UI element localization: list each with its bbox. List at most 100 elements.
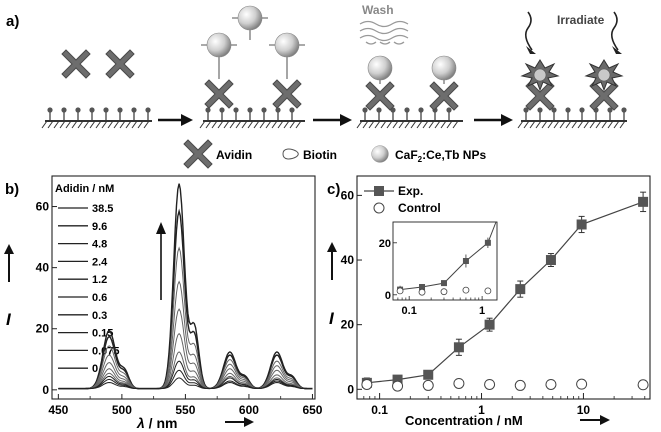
surface-hatch: [137, 120, 144, 129]
surface-hatch: [131, 120, 138, 129]
legend-concentration: 4.8: [92, 239, 107, 251]
surface-hatch: [553, 120, 560, 129]
spectra: [58, 183, 313, 390]
control-point: [637, 379, 649, 391]
panel-b: b) Adidin / nM 38.59.64.82.41.20.60.30.1…: [4, 175, 323, 431]
surface-hatch: [517, 120, 524, 129]
biotin-anchor: [261, 107, 267, 113]
surface-hatch: [565, 120, 572, 129]
spectrum-line: [58, 377, 313, 390]
y-tick-label: 40: [36, 261, 50, 275]
nanoparticle-icon: [237, 5, 263, 31]
biotin-anchor: [89, 107, 95, 113]
exp-point: [545, 255, 556, 266]
inset-exp-point: [462, 258, 469, 264]
surface-hatch: [289, 120, 296, 129]
biotin-anchor: [205, 107, 211, 113]
surface-hatch: [547, 120, 554, 129]
surface-hatch: [53, 120, 60, 129]
surface-hatch: [607, 120, 614, 129]
surface-hatch: [205, 120, 212, 129]
biotin-anchor: [551, 107, 557, 113]
biotin-anchor: [418, 107, 424, 113]
x-axis-label: Concentration / nM: [405, 413, 523, 428]
biotin-anchor: [621, 107, 627, 113]
legend-concentration: 0.3: [92, 310, 107, 322]
biotin-anchor: [275, 107, 281, 113]
surface-hatch: [211, 120, 218, 129]
plot-frame: [356, 175, 651, 400]
x-axis-arrow-icon: [580, 415, 610, 425]
legend-concentration: 0.6: [92, 292, 107, 304]
y-tick-label: 0: [42, 383, 49, 397]
spectrum-line: [58, 332, 313, 390]
legend-avidin: Avidin: [216, 148, 252, 162]
surface-hatch: [446, 120, 453, 129]
surface-hatch: [398, 120, 405, 129]
y-axis-label: I: [6, 310, 12, 329]
control-point: [422, 379, 434, 391]
surface-hatch: [235, 120, 242, 129]
emission-burst-icon: [520, 59, 560, 92]
surface-hatch: [595, 120, 602, 129]
avidin-icon: [365, 81, 395, 111]
biotin-anchor: [47, 107, 53, 113]
surface-hatch: [380, 120, 387, 129]
spectrum-line: [58, 351, 313, 390]
inset-exp-point: [484, 239, 491, 246]
surface-hatch: [101, 120, 108, 129]
biotin-anchor: [247, 107, 253, 113]
surface-hatch: [295, 120, 302, 129]
control-point: [576, 378, 588, 390]
irradiation-arrow-icon: [524, 11, 619, 51]
surface-hatch: [143, 120, 150, 129]
y-tick-label: 20: [341, 318, 355, 332]
surface-hatch: [89, 120, 96, 129]
panel-a-label: a): [6, 13, 19, 30]
surface-hatch: [41, 120, 48, 129]
biotin-anchor: [289, 107, 295, 113]
biotin-anchor: [145, 107, 151, 113]
legend-control-marker: [373, 202, 385, 214]
x-tick-label: 550: [175, 403, 195, 417]
biotin-anchor: [404, 107, 410, 113]
avidin-icon: [61, 49, 91, 79]
surface-hatch: [559, 120, 566, 129]
legend-concentration: 9.6: [92, 221, 107, 233]
spectrum-line: [58, 246, 313, 390]
wash-label: Wash: [362, 3, 394, 17]
exp-point: [484, 319, 495, 330]
surface-hatch: [529, 120, 536, 129]
surfaces: [41, 107, 627, 129]
inset-control-point: [418, 288, 426, 296]
surface-hatch: [71, 120, 78, 129]
control-point: [514, 379, 526, 391]
spectrum-line: [58, 208, 313, 390]
surface-hatch: [404, 120, 411, 129]
control-point: [545, 378, 557, 390]
surface-hatch: [356, 120, 363, 129]
surface-hatch: [535, 120, 542, 129]
surface-hatch: [283, 120, 290, 129]
surface-hatch: [125, 120, 132, 129]
surface-hatch: [374, 120, 381, 129]
surface-hatch: [613, 120, 620, 129]
y-axis-arrow-icon: [327, 242, 337, 280]
surface-hatch: [416, 120, 423, 129]
biotin-anchor: [523, 107, 529, 113]
biotin-anchor: [219, 107, 225, 113]
exp-point: [638, 196, 649, 207]
surface-hatch: [271, 120, 278, 129]
x-tick-label: 650: [302, 403, 322, 417]
surface-hatch: [434, 120, 441, 129]
surface-hatch: [47, 120, 54, 129]
surface-hatch: [601, 120, 608, 129]
legend-concentration: 2.4: [92, 256, 108, 268]
avidin-icon: [429, 81, 459, 111]
emission-burst-icon: [584, 59, 624, 92]
